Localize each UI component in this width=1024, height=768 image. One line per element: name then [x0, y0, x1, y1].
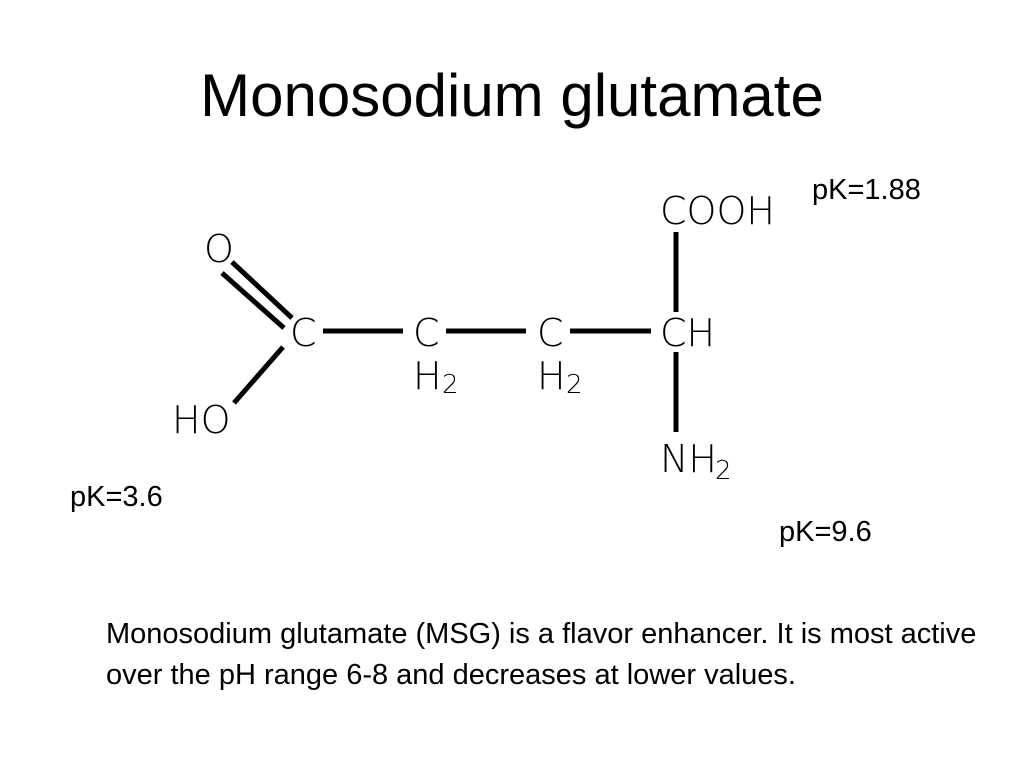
amino-group-label: NH — [660, 437, 717, 481]
amino-subscript: 2 — [715, 456, 732, 486]
methylene-1-subscript: 2 — [442, 370, 459, 400]
methylene-1-carbon-label: C — [413, 311, 440, 355]
pk-label-side-chain-carboxyl: pK=3.6 — [70, 481, 163, 513]
single-bond-c-oh — [232, 345, 285, 405]
double-bond-line-1 — [230, 260, 294, 320]
methylene-2-carbon-label: C — [537, 311, 564, 355]
hydroxyl-label: HO — [172, 398, 230, 442]
slide-caption: Monosodium glutamate (MSG) is a flavor e… — [106, 618, 977, 691]
alpha-carbon-label: CH — [660, 311, 715, 355]
slide-title: Monosodium glutamate — [200, 62, 824, 129]
pk-label-alpha-carboxyl: pK=1.88 — [812, 174, 921, 206]
double-bond-line-2 — [220, 271, 286, 330]
carbonyl-oxygen-label: O — [204, 227, 234, 271]
methylene-2-hydrogen-label: H — [537, 354, 566, 398]
methylene-2-subscript: 2 — [566, 370, 583, 400]
methylene-1-hydrogen-label: H — [413, 354, 442, 398]
alpha-carboxyl-label: COOH — [660, 189, 775, 233]
carboxyl-carbon-label: C — [290, 311, 317, 355]
pk-label-amino: pK=9.6 — [779, 516, 872, 548]
